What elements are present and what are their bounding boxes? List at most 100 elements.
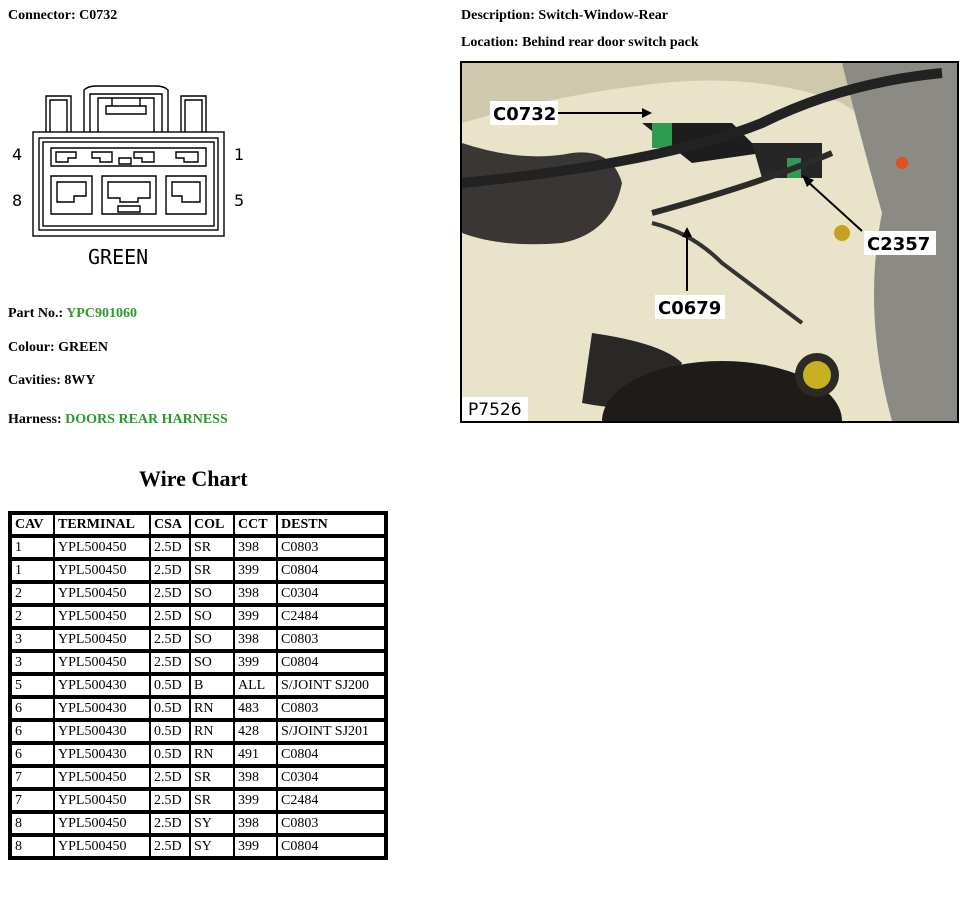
cell-destn: C0804 — [277, 834, 385, 857]
cell-col: RN — [190, 696, 234, 719]
pin-5-label: 5 — [234, 191, 244, 210]
cell-cav: 8 — [11, 811, 54, 834]
header-col: COL — [190, 514, 234, 535]
part-no-value: YPC901060 — [66, 306, 137, 321]
cell-col: SO — [190, 650, 234, 673]
header-cav: CAV — [11, 514, 54, 535]
cell-col: SR — [190, 765, 234, 788]
connector-colour-text: GREEN — [88, 245, 148, 269]
cell-cav: 7 — [11, 788, 54, 811]
cell-destn: C0803 — [277, 627, 385, 650]
callout-c0679: C0679 — [658, 298, 721, 319]
header-terminal: TERMINAL — [54, 514, 150, 535]
cell-col: SR — [190, 535, 234, 558]
cell-cct: 398 — [234, 581, 277, 604]
callout-c2357: C2357 — [867, 234, 930, 255]
cell-terminal: YPL500450 — [54, 627, 150, 650]
cavities-label: Cavities: — [8, 373, 61, 388]
cell-csa: 0.5D — [150, 696, 190, 719]
cell-csa: 2.5D — [150, 811, 190, 834]
location-label: Location: — [461, 35, 519, 50]
cell-col: RN — [190, 719, 234, 742]
part-no-line: Part No.: YPC901060 — [8, 306, 137, 322]
description-value: Switch-Window-Rear — [538, 8, 669, 23]
cell-csa: 2.5D — [150, 604, 190, 627]
cell-cct: 483 — [234, 696, 277, 719]
cell-cav: 6 — [11, 719, 54, 742]
colour-line: Colour: GREEN — [8, 340, 108, 356]
harness-value: DOORS REAR HARNESS — [65, 412, 228, 427]
cell-destn: S/JOINT SJ200 — [277, 673, 385, 696]
cell-terminal: YPL500450 — [54, 535, 150, 558]
cell-cav: 1 — [11, 535, 54, 558]
cell-csa: 2.5D — [150, 834, 190, 857]
wire-chart-title: Wire Chart — [139, 466, 248, 491]
callout-c0732: C0732 — [493, 104, 556, 125]
cell-col: RN — [190, 742, 234, 765]
cell-cav: 1 — [11, 558, 54, 581]
photo-reference: P7526 — [468, 400, 522, 420]
cell-col: SY — [190, 834, 234, 857]
connector-value: C0732 — [79, 8, 118, 23]
colour-value: GREEN — [58, 340, 108, 355]
cell-csa: 0.5D — [150, 719, 190, 742]
cell-csa: 2.5D — [150, 765, 190, 788]
cavities-value: 8WY — [64, 373, 96, 388]
pin-1-label: 1 — [234, 145, 244, 164]
cell-cct: 398 — [234, 627, 277, 650]
description-label: Description: — [461, 8, 535, 23]
cell-terminal: YPL500430 — [54, 673, 150, 696]
cell-csa: 0.5D — [150, 673, 190, 696]
harness-line: Harness: DOORS REAR HARNESS — [8, 412, 228, 428]
cell-terminal: YPL500450 — [54, 765, 150, 788]
cell-destn: C0804 — [277, 742, 385, 765]
cell-destn: C2484 — [277, 604, 385, 627]
cell-destn: C0803 — [277, 696, 385, 719]
cell-cct: 399 — [234, 834, 277, 857]
cell-cct: 399 — [234, 650, 277, 673]
cell-terminal: YPL500430 — [54, 719, 150, 742]
cell-cct: 491 — [234, 742, 277, 765]
cell-col: SY — [190, 811, 234, 834]
cell-cav: 2 — [11, 604, 54, 627]
location-photo: C0732 C2357 C0679 P7526 — [460, 61, 959, 423]
cell-terminal: YPL500430 — [54, 742, 150, 765]
colour-label: Colour: — [8, 340, 55, 355]
cell-csa: 2.5D — [150, 558, 190, 581]
cell-cav: 6 — [11, 696, 54, 719]
pin-4-label: 4 — [12, 145, 22, 164]
location-value: Behind rear door switch pack — [522, 35, 699, 50]
cell-destn: C0304 — [277, 765, 385, 788]
cavities-line: Cavities: 8WY — [8, 373, 96, 389]
cell-terminal: YPL500450 — [54, 604, 150, 627]
cell-destn: S/JOINT SJ201 — [277, 719, 385, 742]
cell-terminal: YPL500450 — [54, 788, 150, 811]
wire-chart-header-row: CAV TERMINAL CSA COL CCT DESTN — [11, 514, 385, 535]
cell-csa: 2.5D — [150, 535, 190, 558]
connector-face-diagram: 4 1 8 5 GREEN — [12, 85, 244, 269]
cell-destn: C2484 — [277, 788, 385, 811]
cell-csa: 2.5D — [150, 650, 190, 673]
cell-col: B — [190, 673, 234, 696]
cell-terminal: YPL500450 — [54, 834, 150, 857]
cell-col: SO — [190, 604, 234, 627]
cell-cct: 398 — [234, 765, 277, 788]
location-line: Location: Behind rear door switch pack — [461, 35, 699, 51]
cell-cav: 3 — [11, 627, 54, 650]
harness-label: Harness: — [8, 412, 62, 427]
